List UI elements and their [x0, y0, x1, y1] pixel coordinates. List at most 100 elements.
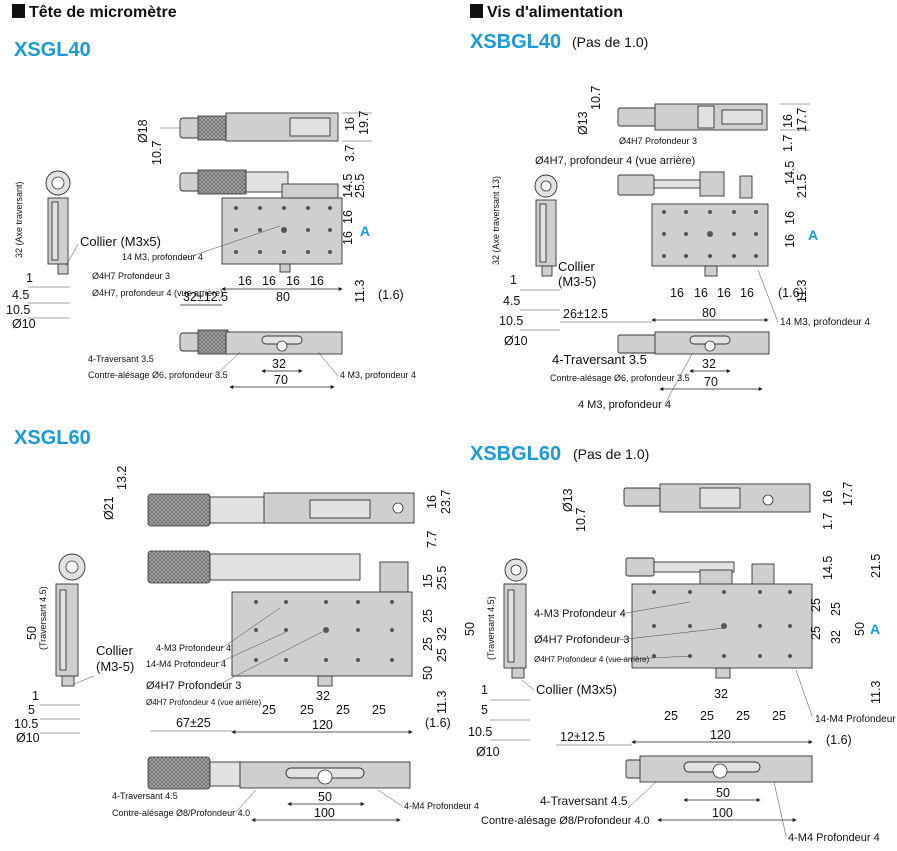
svg-text:4-M4 Profondeur 4: 4-M4 Profondeur 4	[788, 832, 880, 844]
svg-text:Ø4H7 Profondeur 3: Ø4H7 Profondeur 3	[534, 634, 629, 646]
svg-text:Ø4H7 Profondeur 4 (vue arrière: Ø4H7 Profondeur 4 (vue arrière)	[534, 655, 650, 664]
svg-text:10.5: 10.5	[14, 717, 38, 731]
svg-text:11.3: 11.3	[795, 280, 809, 303]
svg-text:(M3-5): (M3-5)	[96, 659, 134, 674]
svg-text:16: 16	[262, 274, 276, 288]
svg-text:32: 32	[714, 687, 728, 701]
svg-text:Ø18: Ø18	[136, 119, 150, 143]
svg-text:Contre-alésage Ø6, profondeur: Contre-alésage Ø6, profondeur 3.5	[88, 370, 228, 380]
svg-text:25: 25	[421, 637, 435, 651]
xsbgl40-drawing: XSBGL40 (Pas de 1.0) 10.7 Ø13 16 17.7 1.…	[470, 31, 870, 411]
svg-text:4-M3 Profondeur 4: 4-M3 Profondeur 4	[156, 643, 231, 653]
svg-text:14.5: 14.5	[821, 556, 835, 580]
svg-text:10.5: 10.5	[6, 303, 30, 317]
svg-text:Ø13: Ø13	[576, 111, 590, 135]
svg-text:15: 15	[421, 574, 435, 588]
svg-text:26±12.5: 26±12.5	[563, 307, 608, 321]
svg-text:A: A	[360, 223, 370, 239]
svg-text:Collier (M3x5): Collier (M3x5)	[80, 234, 161, 249]
svg-text:1: 1	[510, 273, 517, 287]
svg-text:Collier (M3x5): Collier (M3x5)	[536, 682, 617, 697]
svg-text:19.7: 19.7	[357, 111, 371, 135]
svg-text:4-Traversant 3.5: 4-Traversant 3.5	[552, 352, 647, 367]
svg-text:16: 16	[740, 286, 754, 300]
svg-text:16: 16	[783, 234, 797, 248]
svg-text:50: 50	[853, 622, 867, 636]
svg-text:(1.6): (1.6)	[826, 733, 852, 747]
svg-text:16: 16	[341, 210, 355, 224]
xsgl60-drawing: XSGL60 13.2 Ø21 16 23.7 7.7 15 25.5 25 3…	[14, 427, 479, 822]
svg-text:32±12.5: 32±12.5	[183, 290, 228, 304]
svg-text:5: 5	[481, 703, 488, 717]
svg-text:(Traversant 4.5): (Traversant 4.5)	[486, 596, 496, 660]
svg-text:10.7: 10.7	[574, 508, 588, 532]
svg-text:120: 120	[312, 718, 333, 732]
svg-text:32: 32	[316, 689, 330, 703]
svg-text:80: 80	[702, 306, 716, 320]
svg-text:1.7: 1.7	[781, 135, 795, 152]
svg-text:7.7: 7.7	[425, 531, 439, 548]
svg-text:25: 25	[421, 609, 435, 623]
svg-text:25: 25	[300, 703, 314, 717]
svg-text:25: 25	[700, 709, 714, 723]
svg-text:50: 50	[463, 622, 477, 636]
svg-text:16: 16	[343, 117, 357, 131]
svg-text:80: 80	[276, 290, 290, 304]
svg-text:14 M3, profondeur 4: 14 M3, profondeur 4	[780, 317, 870, 328]
svg-text:(Pas de 1.0): (Pas de 1.0)	[573, 446, 649, 462]
svg-text:1: 1	[481, 683, 488, 697]
svg-text:4-M3 Profondeur 4: 4-M3 Profondeur 4	[534, 608, 626, 620]
svg-text:32: 32	[829, 630, 843, 644]
svg-text:25: 25	[336, 703, 350, 717]
svg-text:25: 25	[262, 703, 276, 717]
svg-text:70: 70	[274, 373, 288, 387]
svg-text:50: 50	[318, 790, 332, 804]
svg-text:17.7: 17.7	[841, 482, 855, 506]
svg-text:21.5: 21.5	[795, 174, 809, 198]
model-xsbgl40: XSBGL40	[470, 31, 561, 53]
section-title-micrometer: Tête de micromètre	[29, 4, 177, 21]
svg-text:Ø10: Ø10	[504, 334, 528, 348]
svg-text:(1.6): (1.6)	[378, 288, 404, 302]
section-square-icon	[12, 4, 25, 18]
svg-text:25: 25	[736, 709, 750, 723]
svg-text:Ø10: Ø10	[12, 317, 36, 331]
section-title-feed-screw: Vis d'alimentation	[487, 4, 623, 21]
svg-text:14-M4 Profondeur 4: 14-M4 Profondeur 4	[815, 714, 897, 725]
svg-text:Ø4H7 Profondeur 3: Ø4H7 Profondeur 3	[146, 680, 241, 692]
svg-text:Collier: Collier	[558, 259, 596, 274]
svg-text:25: 25	[772, 709, 786, 723]
svg-text:25: 25	[435, 648, 449, 662]
svg-text:A: A	[808, 227, 818, 243]
svg-text:10.5: 10.5	[499, 314, 523, 328]
svg-text:14.5: 14.5	[783, 161, 797, 185]
svg-text:16: 16	[425, 495, 439, 509]
svg-text:32: 32	[272, 357, 286, 371]
svg-text:16: 16	[670, 286, 684, 300]
svg-text:50: 50	[421, 666, 435, 680]
svg-text:4 M3, profondeur 4: 4 M3, profondeur 4	[340, 370, 416, 380]
svg-text:32: 32	[435, 627, 449, 641]
svg-text:14 M3, profondeur 4: 14 M3, profondeur 4	[122, 252, 203, 262]
model-xsbgl60: XSBGL60	[470, 443, 561, 465]
svg-text:10.7: 10.7	[589, 86, 603, 110]
svg-text:11.3: 11.3	[353, 280, 367, 303]
svg-text:25.5: 25.5	[353, 174, 367, 198]
svg-text:50: 50	[716, 786, 730, 800]
svg-text:11.3: 11.3	[435, 691, 449, 714]
svg-text:16: 16	[717, 286, 731, 300]
svg-text:11.3: 11.3	[869, 681, 883, 704]
xsgl40-drawing: XSGL40 Ø18 10.7 16 19.7 3.7 14.5 25.5 16…	[6, 39, 416, 389]
model-xsgl60: XSGL60	[14, 427, 91, 449]
svg-text:16: 16	[238, 274, 252, 288]
svg-text:12±12.5: 12±12.5	[560, 730, 605, 744]
svg-text:1.7: 1.7	[821, 513, 835, 530]
svg-text:70: 70	[704, 375, 718, 389]
svg-text:100: 100	[712, 806, 733, 820]
svg-text:4-Traversant 3.5: 4-Traversant 3.5	[88, 354, 154, 364]
svg-text:Contre-alésage Ø8/Profondeur 4: Contre-alésage Ø8/Profondeur 4.0	[481, 815, 650, 827]
svg-text:Ø21: Ø21	[102, 496, 116, 520]
svg-text:10.5: 10.5	[468, 725, 492, 739]
svg-text:1: 1	[32, 689, 39, 703]
